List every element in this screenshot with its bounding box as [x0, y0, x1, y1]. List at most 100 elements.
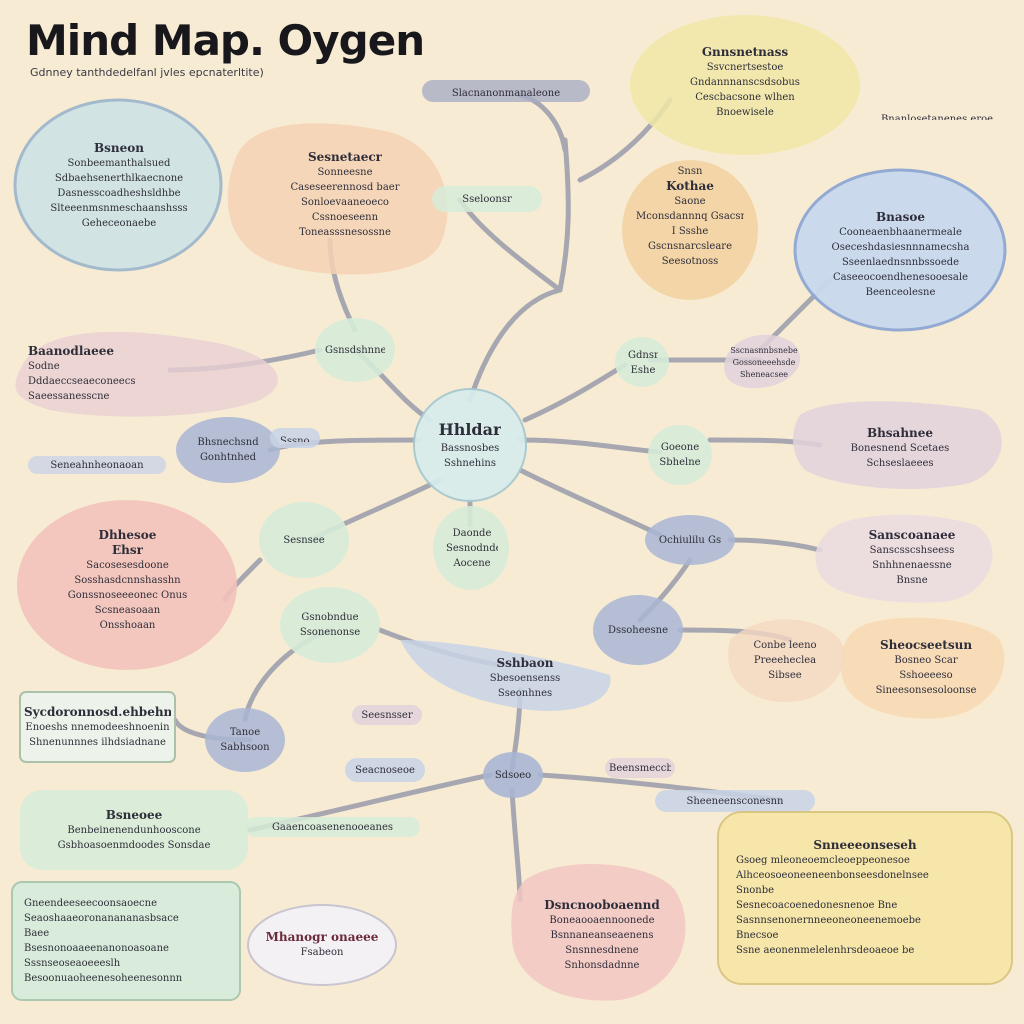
node-blue-bottom-mid[interactable]: Sdsoeo [485, 762, 541, 788]
node-mid-lavender-1[interactable]: Seesnsser [352, 705, 422, 725]
green-a-shape [315, 318, 395, 382]
node-green-a[interactable]: Gsnsdshnne [315, 330, 395, 370]
blue-right-1-shape [645, 515, 735, 565]
node-center[interactable]: Hhldar Bassnosbes Sshnehins [414, 400, 526, 490]
node-line: Sineesonsesoloonse [875, 685, 977, 696]
link-center-greenB [517, 437, 663, 455]
node-green-d[interactable]: Daonde Sesnodnde Aocene [436, 512, 508, 584]
node-mid-blue-strip[interactable]: Sshbaon Sbesoensenss Sseonhnes [440, 648, 610, 708]
node-pink-left[interactable]: Dhhesoe Ehsr Sacosesesdoone Sosshasdcnns… [30, 505, 225, 655]
node-line: I Ssshe [671, 225, 709, 237]
node-line: Cssnoeseenn [311, 212, 379, 223]
node-green-f[interactable]: Gdnsnaae Eshe [618, 340, 668, 386]
node-right-lavender-2[interactable]: Sscnasnnbsnebe Gossoneeehsde Sheneacsee [724, 336, 804, 390]
right-lavender-3-shape [815, 514, 993, 603]
node-line: Beenceolesne [865, 287, 936, 298]
node-line: Sesnodnde [446, 542, 498, 554]
node-bottom-left-label[interactable]: Gaaencoasenenooeanes [245, 817, 420, 837]
node-line: Sacosesesdoone [86, 559, 169, 571]
node-bottom-white-oval[interactable]: Mhanogr onaeee Fsabeon [252, 912, 392, 978]
node-green-e[interactable]: Gsnobndue Ssonenonse [285, 598, 375, 652]
node-line: Dssoheesne [607, 624, 669, 636]
node-line: Sasnnsenonernneeoneoneenemoebe [736, 915, 921, 926]
node-line: Sesnsee [283, 534, 325, 546]
node-blue-left-2[interactable]: Sssnohn [270, 428, 320, 448]
node-blue-left-3[interactable]: Tanoe Sabhsoon [205, 715, 285, 765]
node-right-blue-bubble[interactable]: Bnasoe Cooneaenbhaanermeale Oseceshdasie… [808, 195, 993, 315]
node-right-lavender-3[interactable]: Sanscoanaee Sanscsscshseess Snhhnenaessn… [822, 515, 1002, 601]
node-line: Sseonhnes [497, 687, 553, 699]
node-line: Sssnseoseaoeeeslh [24, 958, 121, 969]
node-bottom-left-green[interactable]: Bsneoee Benbeinenendunhooscone Gsbhoasoe… [20, 790, 248, 870]
node-line: Dddaeccseaeconeecs [28, 376, 136, 387]
node-line: Sheeneensconesnn [686, 795, 784, 807]
link-center-top [467, 287, 563, 403]
node-line: Sbesoensenss [489, 672, 561, 684]
node-right-label-1[interactable]: Beensmeccbe [605, 758, 675, 778]
node-green-b[interactable]: Goeone Sbhelne [648, 428, 712, 482]
node-bottom-right-yellow[interactable]: Snneeeonseseh Gsoeg mleoneoemcleoeppeone… [718, 812, 1012, 984]
node-blue-left-1[interactable]: Bhsnechsnd Gonhtnhed [176, 425, 280, 475]
node-line: Sshoeeeso [899, 670, 953, 681]
node-line: Snsnnesdnene [565, 944, 639, 956]
node-line: Dsncnooboaennd [544, 897, 660, 912]
node-right-peach-cloud[interactable]: Sheocseetsun Bosneo Scar Sshoeeeso Sinee… [846, 622, 1006, 714]
node-line: Besoonuaoheenesoheenesonnn [24, 973, 183, 984]
bottom-pink-shape [511, 863, 686, 1001]
node-line: Slteeenmsnmeschaanshsss [50, 202, 188, 214]
node-line: Sodne [28, 361, 60, 372]
node-bottom-pink[interactable]: Dsncnooboaennd Boneaooaennoonede Bsnnane… [522, 885, 682, 985]
node-blue-right-1[interactable]: Ochiulilu Gs [645, 525, 735, 555]
node-line: Dhhesoe [98, 527, 157, 542]
node-line: Seesnsser [361, 709, 413, 721]
node-line: Sanscoanaee [868, 528, 956, 542]
node-line: Cescbacsone wlhen [695, 91, 795, 103]
left-lavender-shape [15, 331, 278, 417]
node-line: Seacnoseoe [355, 764, 415, 776]
node-line: Sssnohn [280, 436, 310, 442]
page-title: Mind Map. Oygen [26, 16, 425, 65]
center-shape [413, 388, 527, 502]
bottom-left-label-shape [245, 817, 420, 837]
node-green-c[interactable]: Sesnsee [264, 520, 344, 560]
link-top-2 [457, 197, 563, 293]
node-line: Gnnsnetnass [701, 44, 789, 59]
node-line: Tanoe [229, 727, 261, 738]
node-bottom-left-box[interactable]: Gneendeeseecoonsaoecne Seaoshaaeoronanan… [12, 882, 240, 1000]
node-line: Gsoeg mleoneoemcleoeppeonesoe [736, 855, 910, 866]
right-lavender-2-shape [724, 334, 801, 389]
node-top-bar[interactable]: Slacnanonmanaleone [422, 80, 590, 102]
node-line: Bsnnaneanseaenens [550, 929, 654, 941]
blue-left-1-shape [176, 417, 280, 483]
top-right-cloud-shape [630, 15, 860, 155]
node-left-label-1[interactable]: Seneahnheonaoan [28, 456, 166, 474]
node-line: Benbeinenendunhooscone [67, 824, 201, 836]
node-top-mid-green[interactable]: Sseloonsr [432, 186, 542, 212]
node-line: Bnanlosetanenes eroe [880, 114, 994, 120]
node-line: Bnoewisele [716, 106, 774, 118]
node-top-right-cloud[interactable]: Gnnsnetnass Ssvcnertsestoe Gndannnanscsd… [640, 22, 850, 142]
node-line: Bonesnend Scetaes [850, 442, 950, 454]
node-line: Hhldar [438, 420, 502, 439]
node-mid-lavender-2[interactable]: Seacnoseoe [345, 758, 425, 782]
node-line: Sheocseetsun [879, 638, 973, 652]
node-line: Ochiulilu Gs [658, 534, 722, 546]
node-line: Sseloonsr [462, 194, 512, 205]
node-line: Gdnsnaae [628, 350, 658, 361]
node-left-note[interactable]: Sycdoronnosd.ehbehnen Enoeshs nnemodeesh… [20, 692, 175, 762]
link-top-3 [517, 92, 568, 153]
node-right-tan-oval[interactable]: Snsn Kothae Saone Mconsdannnq Gsacsne I … [626, 150, 754, 282]
node-line: Mconsdannnq Gsacsne [636, 210, 744, 222]
node-right-lavender-1[interactable]: Bhsahnee Bonesnend Scetaes Schseslaeees [800, 410, 1000, 486]
node-right-peach-left[interactable]: Conbe leeno Preeeheclea Sibsee [735, 625, 835, 695]
node-blue-right-2[interactable]: Dssoheesne [595, 610, 681, 650]
node-left-lavender[interactable]: Baanodlaeee Sodne Dddaeccseaeconeecs Sae… [18, 332, 268, 416]
node-top-mid-orange[interactable]: Sesnetaecr Sonneesne Caseseerennosd baer… [250, 136, 440, 254]
node-line: Snsn [677, 165, 703, 177]
node-line: Cooneaenbhaanermeale [839, 227, 962, 238]
node-right-edge-label[interactable]: Bnanlosetanenes eroe [862, 106, 1012, 126]
node-line: Preeeheclea [753, 654, 817, 666]
node-line: Aocene [453, 557, 491, 569]
node-top-left-bubble[interactable]: Bsneon Sonbeemanthalsued Sdbaehsenerthlk… [24, 118, 214, 253]
node-right-label-2[interactable]: Sheeneensconesnn [655, 790, 815, 812]
